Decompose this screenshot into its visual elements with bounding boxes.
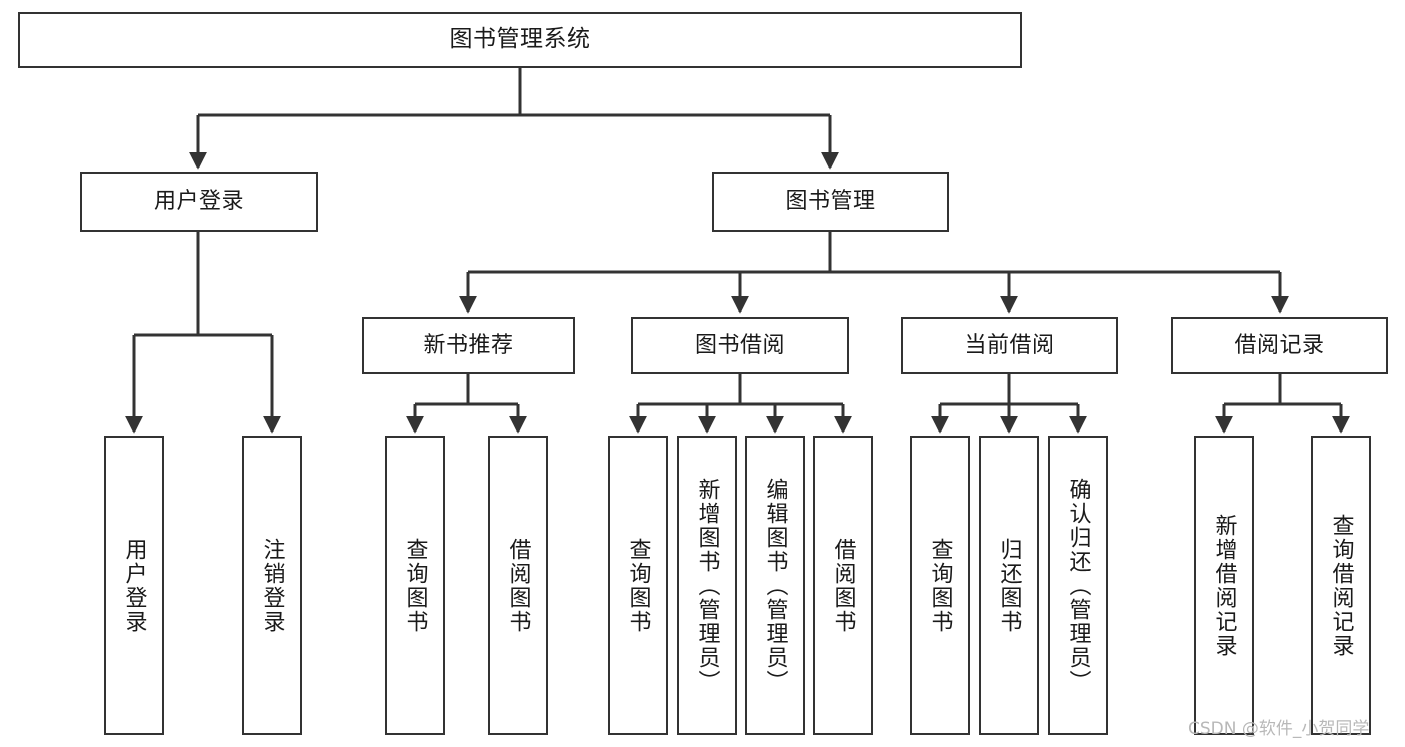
- node-leaf-query-book-2[interactable]: 查询图书: [608, 436, 668, 735]
- node-leaf-query-book-3[interactable]: 查询图书: [910, 436, 970, 735]
- node-label: 借阅图书: [830, 537, 856, 634]
- node-leaf-borrow-book-1[interactable]: 借阅图书: [488, 436, 548, 735]
- node-label: 当前借阅: [964, 332, 1055, 358]
- node-label: 图书管理系统: [449, 26, 591, 53]
- node-leaf-logout-login[interactable]: 注销登录: [242, 436, 302, 735]
- node-label: 查询图书: [402, 537, 428, 634]
- node-leaf-add-borrow-record[interactable]: 新增借阅记录: [1194, 436, 1254, 735]
- node-label: 确认归还（管理员）: [1065, 477, 1091, 694]
- node-root-book-management-system[interactable]: 图书管理系统: [18, 12, 1022, 68]
- node-label: 注销登录: [259, 537, 285, 634]
- node-label: 新增图书（管理员）: [694, 477, 720, 694]
- node-leaf-query-book-1[interactable]: 查询图书: [385, 436, 445, 735]
- node-label: 图书借阅: [694, 332, 785, 358]
- csdn-watermark: CSDN @软件_小贺同学: [1188, 719, 1370, 739]
- node-label: 查询图书: [927, 537, 953, 634]
- node-label: 编辑图书（管理员）: [762, 477, 788, 694]
- node-label: 用户登录: [121, 537, 147, 634]
- node-label: 查询借阅记录: [1328, 513, 1354, 658]
- node-label: 查询图书: [625, 537, 651, 634]
- node-label: 新书推荐: [423, 332, 514, 358]
- node-label: 借阅图书: [505, 537, 531, 634]
- node-leaf-add-book-admin[interactable]: 新增图书（管理员）: [677, 436, 737, 735]
- node-leaf-borrow-book-2[interactable]: 借阅图书: [813, 436, 873, 735]
- node-new-book-recommend[interactable]: 新书推荐: [362, 317, 575, 374]
- node-user-login[interactable]: 用户登录: [80, 172, 318, 232]
- node-book-borrow[interactable]: 图书借阅: [631, 317, 849, 374]
- node-current-borrow[interactable]: 当前借阅: [901, 317, 1118, 374]
- node-label: 借阅记录: [1234, 332, 1325, 358]
- node-leaf-query-borrow-record[interactable]: 查询借阅记录: [1311, 436, 1371, 735]
- node-leaf-confirm-return-admin[interactable]: 确认归还（管理员）: [1048, 436, 1108, 735]
- node-label: 归还图书: [996, 537, 1022, 634]
- node-leaf-return-book[interactable]: 归还图书: [979, 436, 1039, 735]
- node-label: 用户登录: [153, 189, 244, 215]
- node-leaf-user-login[interactable]: 用户登录: [104, 436, 164, 735]
- node-leaf-edit-book-admin[interactable]: 编辑图书（管理员）: [745, 436, 805, 735]
- node-label: 新增借阅记录: [1211, 513, 1237, 658]
- node-label: 图书管理: [785, 189, 876, 215]
- node-book-manage[interactable]: 图书管理: [712, 172, 949, 232]
- node-borrow-record[interactable]: 借阅记录: [1171, 317, 1388, 374]
